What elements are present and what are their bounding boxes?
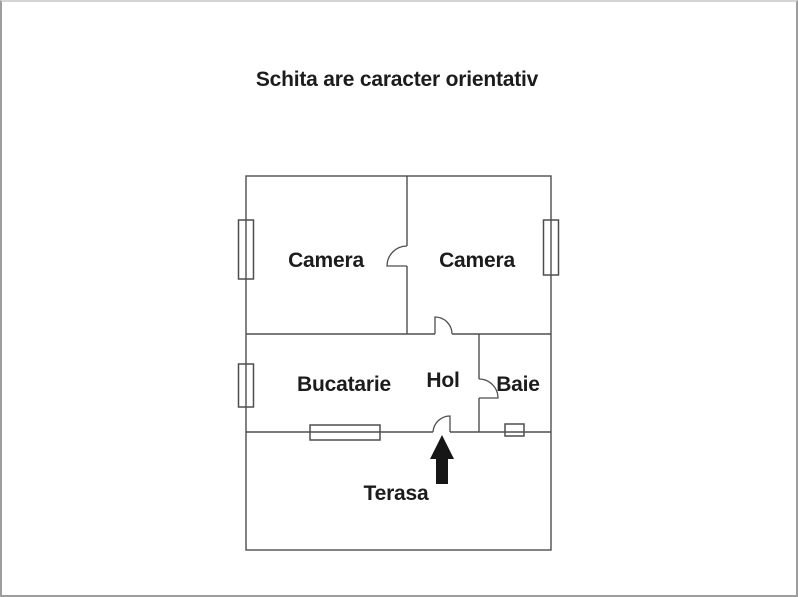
window-symbol-bucatarie-terasa	[309, 424, 381, 441]
page-title: Schita are caracter orientativ	[255, 68, 539, 91]
window-symbol-baie	[504, 423, 525, 437]
doors	[386, 245, 499, 433]
window-symbol-bucatarie	[237, 363, 255, 408]
windows	[237, 219, 560, 441]
room-label-bucatarie: Bucatarie	[297, 373, 391, 396]
room-label-baie: Baie	[496, 373, 540, 396]
outer-wall	[245, 175, 552, 551]
room-label-terasa: Terasa	[363, 482, 429, 505]
door-symbol-camera-hol	[434, 316, 453, 335]
entrance-arrow-icon	[430, 435, 454, 484]
walls	[245, 175, 552, 551]
room-label-hol: Hol	[426, 369, 460, 392]
door-symbol-hol-baie	[478, 378, 499, 399]
window-symbol-camera-left	[237, 219, 255, 280]
room-label-camera-right: Camera	[439, 249, 515, 272]
door-symbol-entrance	[432, 415, 451, 433]
window-symbol-camera-right	[542, 219, 560, 276]
room-label-camera-left: Camera	[288, 249, 364, 272]
door-symbol-camera-camera	[386, 245, 408, 267]
